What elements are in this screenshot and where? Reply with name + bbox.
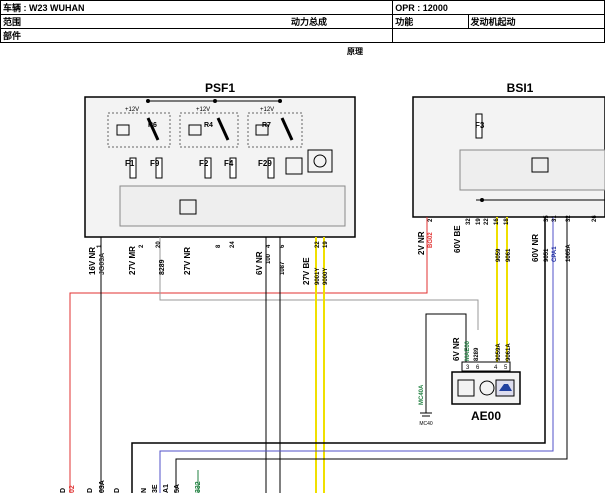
bsi1-conn-1-pin-4: 18 — [504, 218, 510, 225]
bsi1-conn-2-wire-1: CPA1 — [552, 246, 558, 262]
psf1-conn-4: 27V BE — [302, 257, 311, 285]
bsi1-conn-1-pin-1: 19 — [476, 218, 482, 225]
psf1-conn-3-wire-1: 1087 — [280, 261, 286, 275]
psf1-conn-3: 6V NR — [255, 251, 264, 275]
bottom-labels: D 02 D 03A D N 3E A1 5A 332 — [60, 480, 202, 493]
bottom-label-4: D — [114, 488, 121, 493]
bsi1-conn-1-pin-2: 22 — [484, 218, 490, 225]
title-block: 车辆 : W23 WUHAN OPR : 12000 范围 动力总成 功能 发动… — [0, 0, 605, 60]
psf1-conn-0-pin: 1 — [97, 244, 103, 248]
psf1-box — [84, 96, 356, 238]
psf1-conn-1-wire: 8289 — [159, 259, 166, 275]
ae00-module: 6V NR MAE00 8289 9059A 9061A 3 6 4 5 AE0… — [419, 337, 521, 427]
psf1-fuse-2: F2 — [199, 159, 209, 168]
psf1-conn-4-pin-0: 22 — [315, 241, 321, 248]
relay-r4-label: R4 — [204, 122, 213, 129]
bottom-label-6: 3E — [152, 484, 159, 493]
psf1-conn-2: 27V NR — [183, 247, 192, 275]
psf1-conn-2-pin-0: 8 — [216, 244, 222, 248]
psf1-fuse-4: F29 — [258, 159, 272, 168]
relay-r6-supply: +12V — [125, 107, 139, 113]
chip-icon — [457, 379, 475, 397]
ae00-wire-3: 9061A — [506, 343, 512, 361]
bsi1-title: BSI1 — [507, 81, 534, 95]
ae00-connector: 6V NR — [452, 337, 461, 361]
psf1-connector-labels: 16V NR JG03A 1 27V MR 8289 2 20 27V NR 8… — [88, 241, 329, 285]
bottom-label-0: D — [60, 488, 67, 493]
psf1-conn-1-pin-0: 2 — [139, 244, 145, 248]
psf1-conn-4-pin-1: 19 — [323, 241, 329, 248]
relay-r4-supply: +12V — [196, 107, 210, 113]
relay-r7-supply: +12V — [260, 107, 274, 113]
psf1-fuse-3: F4 — [224, 159, 234, 168]
bsi1-conn-2: 60V NR — [531, 234, 540, 262]
scope-value: 动力总成 — [291, 17, 328, 27]
psf1-conn-3-pin-1: 6 — [280, 244, 286, 248]
bottom-label-7: A1 — [163, 484, 170, 493]
ae00-wire-2: 9059A — [496, 343, 502, 361]
psf1-conn-0: 16V NR — [88, 247, 97, 275]
bsi1-conn-1-wire-1: 9061 — [506, 248, 512, 262]
ae00-pin-1: 6 — [476, 365, 480, 371]
scope-label: 范围 — [3, 17, 22, 27]
psf1-fuse-0: F1 — [125, 159, 135, 168]
part-field: 部件 — [0, 28, 394, 43]
wires — [69, 217, 568, 493]
psf1-conn-1: 27V MR — [128, 246, 137, 275]
bsi1-conn-0: 2V NR — [417, 231, 426, 255]
bottom-label-2: D — [87, 488, 94, 493]
motor-icon — [479, 380, 495, 396]
bsi1-fuse-label: F3 — [475, 121, 485, 130]
bsi1-conn-2-pin-3: 26 — [592, 215, 598, 222]
ae00-wire-0: MAE00 — [465, 340, 471, 361]
psf1-conn-4-wire-0: 9001Y — [315, 268, 321, 285]
scope-field: 范围 动力总成 — [0, 14, 394, 29]
bsi1-conn-1-pin-0: 32 — [466, 218, 472, 225]
psf1-conn-1-pin-1: 20 — [156, 241, 162, 248]
bottom-label-9: 332 — [195, 481, 202, 493]
bottom-label-8: 5A — [174, 484, 181, 493]
bsi1-conn-0-pin: 2 — [428, 218, 434, 222]
ae00-ground-wire: MC40A — [419, 384, 425, 405]
ae00-wire-1: 8289 — [474, 347, 480, 361]
bsi1-conn-2-pin-2: 32 — [566, 215, 572, 222]
bsi1-box — [412, 96, 605, 218]
psf1-conn-2-pin-1: 24 — [230, 241, 236, 248]
bsi1-conn-0-wire: BG02 — [428, 232, 434, 248]
psf1-fuse-1: F9 — [150, 159, 160, 168]
bottom-label-3: 03A — [99, 480, 106, 493]
ae00-title: AE00 — [471, 409, 501, 423]
ae00-pin-3: 5 — [504, 365, 508, 371]
relay-r6-label: R6 — [148, 122, 157, 129]
bsi1-conn-2-pin-1: 31 — [552, 215, 558, 222]
psf1-conn-3-pin-0: 4 — [266, 244, 272, 248]
relay-r7-label: R7 — [262, 122, 271, 129]
ae00-pin-0: 3 — [466, 365, 470, 371]
part-extra — [392, 28, 605, 43]
bsi1-conn-2-pin-0: 35 — [544, 215, 550, 222]
principle-caption: 原理 — [347, 47, 363, 56]
bottom-label-5: N — [141, 488, 148, 493]
bsi1-conn-1: 60V BE — [453, 225, 462, 253]
psf1-conn-4-wire-1: 9000Y — [323, 268, 329, 285]
bsi1-conn-1-wire-0: 9059 — [496, 248, 502, 262]
bsi1-connector-labels: 2V NR BG02 2 60V BE 9059 9061 32 19 22 1… — [417, 215, 598, 262]
ground-label: MC40 — [419, 421, 433, 427]
psf1-title: PSF1 — [205, 81, 235, 95]
psf1-conn-3-wire-0: 100 — [266, 253, 272, 264]
psf1-conn-0-wire: JG03A — [99, 253, 106, 275]
bsi1-conn-2-wire-0: 9051 — [544, 248, 550, 262]
bsi1-conn-1-pin-3: 16 — [494, 218, 500, 225]
bsi1-conn-2-wire-2: 1065A — [566, 244, 572, 262]
bottom-label-1: 02 — [69, 485, 76, 493]
ae00-pin-2: 4 — [494, 365, 498, 371]
